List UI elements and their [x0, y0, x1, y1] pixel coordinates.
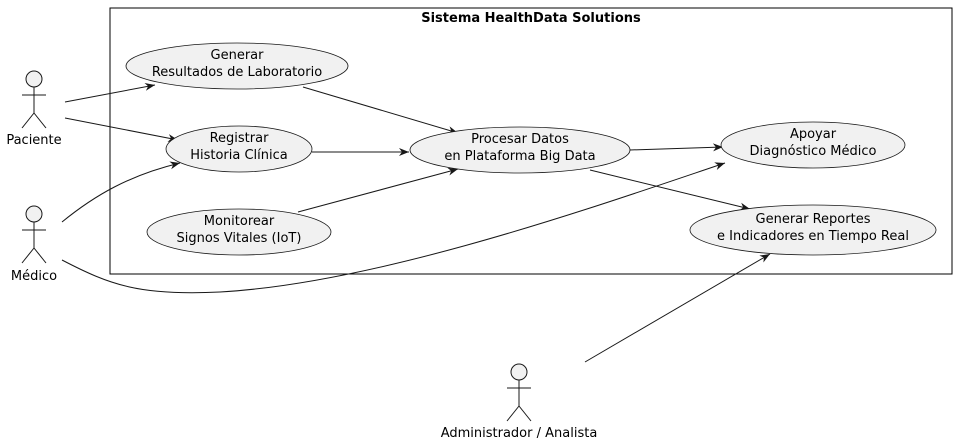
- edge-monitorear-procesar: [297, 167, 459, 213]
- edge-procesar-reportes: [589, 169, 751, 211]
- use-case-registrar-historia: Registrar Historia Clínica: [165, 125, 313, 173]
- use-case-label: Generar: [211, 48, 265, 63]
- edge-administrador-reportes: [584, 253, 771, 363]
- stick-figure-icon: [21, 205, 47, 264]
- edge-medico-registrar-historia: [61, 161, 181, 223]
- edge-generar-procesar: [302, 86, 459, 134]
- use-case-label: Diagnóstico Médico: [750, 144, 877, 159]
- actor-label: Administrador / Analista: [441, 426, 598, 441]
- use-case-apoyar-diagnostico: Apoyar Diagnóstico Médico: [720, 121, 906, 169]
- edge-paciente-registrar-historia: [64, 117, 179, 143]
- actor-administrador: Administrador / Analista: [441, 363, 598, 441]
- actor-label: Paciente: [6, 133, 61, 148]
- use-case-label: Registrar: [210, 131, 269, 146]
- use-case-procesar-datos: Procesar Datos en Plataforma Big Data: [409, 126, 631, 174]
- edge-paciente-generar-resultados: [64, 82, 156, 103]
- use-case-label: Apoyar: [790, 127, 837, 142]
- use-case-label: en Plataforma Big Data: [444, 149, 595, 164]
- use-case-label: Resultados de Laboratorio: [152, 65, 322, 80]
- use-case-generar-resultados: Generar Resultados de Laboratorio: [125, 42, 349, 90]
- actor-medico: Médico: [11, 205, 57, 284]
- use-case-monitorear-signos: Monitorear Signos Vitales (IoT): [146, 208, 332, 256]
- edges: [61, 82, 771, 363]
- stick-figure-icon: [21, 70, 47, 129]
- edge-medico-apoyar-diagnostico: [61, 162, 726, 294]
- use-case-label: Signos Vitales (IoT): [177, 231, 302, 246]
- stick-figure-icon: [506, 363, 532, 422]
- use-case-label: Historia Clínica: [190, 148, 288, 163]
- use-case-label: e Indicadores en Tiempo Real: [717, 229, 909, 244]
- actor-paciente: Paciente: [6, 70, 62, 148]
- use-case-label: Procesar Datos: [471, 132, 569, 147]
- use-case-label: Monitorear: [204, 214, 275, 229]
- actor-label: Médico: [11, 269, 57, 284]
- use-case-label: Generar Reportes: [756, 212, 871, 227]
- edge-procesar-apoyar: [629, 143, 724, 152]
- use-case-generar-reportes: Generar Reportes e Indicadores en Tiempo…: [689, 204, 937, 256]
- system-title: Sistema HealthData Solutions: [421, 11, 641, 26]
